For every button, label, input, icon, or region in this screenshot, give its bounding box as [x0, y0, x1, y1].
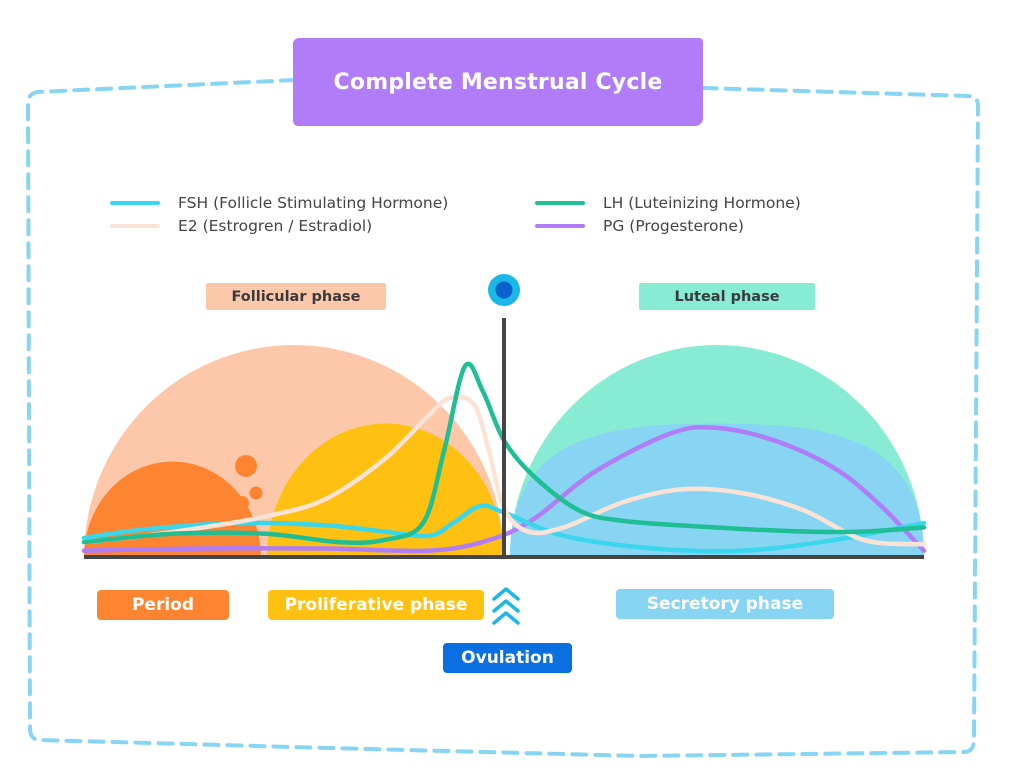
legend-item-fsh: FSH (Follicle Stimulating Hormone) — [110, 191, 448, 214]
luteal-phase-label: Luteal phase — [639, 283, 815, 310]
period-bubbles — [235, 455, 263, 510]
legend-item-e2: E2 (Estrogren / Estradiol) — [110, 214, 448, 237]
ovulation-tag-text: Ovulation — [461, 648, 554, 668]
legend-right: LH (Luteinizing Hormone) PG (Progesteron… — [535, 191, 801, 237]
legend-swatch-pg — [535, 223, 585, 228]
legend-swatch-e2 — [110, 223, 160, 228]
period-tag-text: Period — [131, 595, 195, 615]
follicular-phase-text: Follicular phase — [231, 288, 361, 305]
legend-left: FSH (Follicle Stimulating Hormone) E2 (E… — [110, 191, 448, 237]
legend-swatch-lh — [535, 200, 585, 205]
bubble-medium — [235, 496, 249, 510]
hormone-lines — [81, 361, 927, 554]
legend-label-fsh: FSH (Follicle Stimulating Hormone) — [178, 193, 449, 212]
bubble-small — [249, 486, 263, 500]
secretory-phase-tag: Secretory phase — [616, 589, 834, 619]
series-line-pg — [81, 424, 927, 554]
series-line-e2 — [81, 394, 927, 547]
legend-label-pg: PG (Progesterone) — [603, 216, 744, 235]
legend-swatch-fsh — [110, 200, 160, 205]
proliferative-phase-tag: Proliferative phase — [268, 590, 484, 620]
dashed-border — [25, 78, 981, 759]
ovulation-marker-inner — [495, 281, 513, 299]
legend-item-pg: PG (Progesterone) — [535, 214, 801, 237]
chevron-up-icon — [492, 587, 520, 625]
legend-label-e2: E2 (Estrogren / Estradiol) — [178, 216, 373, 235]
legend-item-lh: LH (Luteinizing Hormone) — [535, 191, 801, 214]
secretory-tag-text: Secretory phase — [646, 594, 804, 614]
title-banner: Complete Menstrual Cycle — [293, 38, 703, 126]
series-line-lh — [81, 361, 927, 546]
page-title: Complete Menstrual Cycle — [333, 69, 663, 95]
ovulation-tag: Ovulation — [443, 643, 572, 673]
proliferative-tag-text: Proliferative phase — [284, 595, 468, 615]
bubble-large — [235, 455, 257, 477]
legend-label-lh: LH (Luteinizing Hormone) — [603, 193, 801, 212]
luteal-phase-text: Luteal phase — [674, 288, 780, 305]
follicular-phase-label: Follicular phase — [206, 283, 386, 310]
period-tag: Period — [97, 590, 229, 620]
